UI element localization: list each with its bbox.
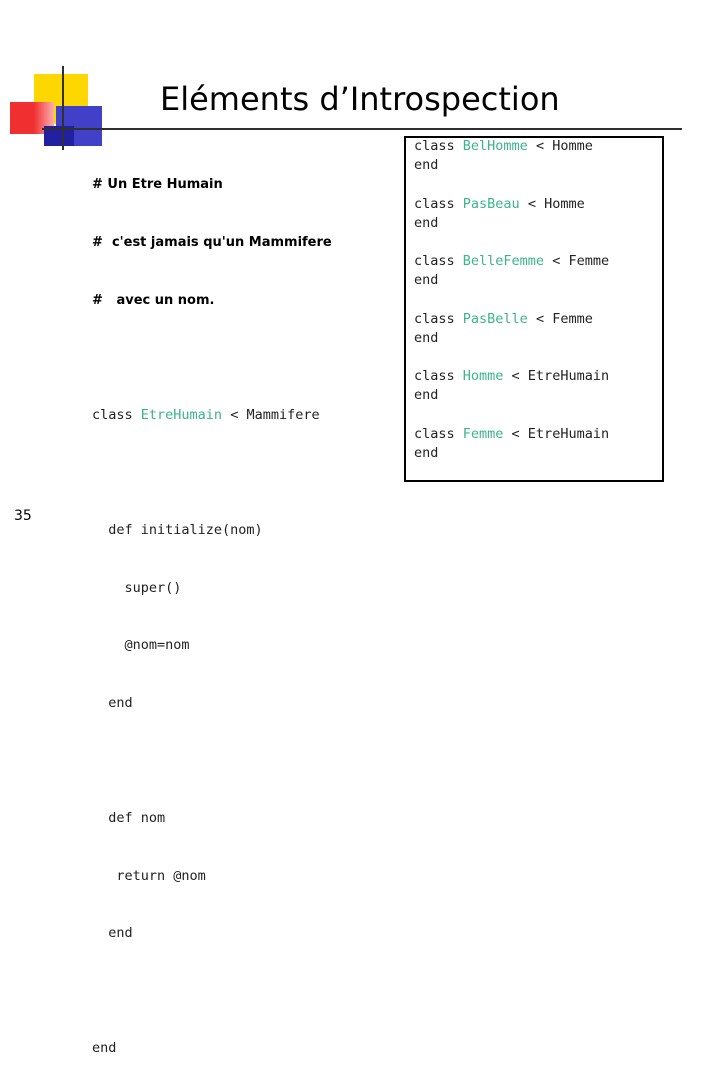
class-name: Homme (462, 368, 504, 385)
class-declaration: class BelleFemme < Femme (414, 252, 609, 271)
code-comment-line: # c'est jamais qu'un Mammifere (92, 235, 332, 250)
code-blank-line (414, 233, 609, 252)
slide-title: Eléments d’Introspection (160, 80, 560, 118)
class-superclass: < Homme (519, 195, 585, 212)
class-keyword: class (414, 368, 463, 385)
code-blank-line (414, 291, 609, 310)
code-line: def nom (92, 809, 166, 826)
title-underline (42, 128, 682, 130)
class-declaration: class PasBelle < Femme (414, 310, 609, 329)
code-line: def initialize(nom) (92, 521, 263, 538)
code-line: super() (92, 579, 182, 596)
class-superclass: < Homme (527, 138, 593, 154)
code-line: return @nom (92, 867, 206, 884)
end-keyword: end (414, 157, 439, 174)
class-keyword: class (414, 195, 463, 212)
class-declaration: class Homme < EtreHumain (414, 367, 609, 386)
class-name: Femme (462, 425, 504, 442)
decor-dark-blue-square (44, 126, 74, 146)
class-superclass: < EtreHumain (503, 368, 610, 385)
code-blank-line (92, 348, 332, 367)
class-superclass: < Femme (527, 310, 593, 327)
class-name: BelHomme (462, 138, 528, 154)
class-name: PasBeau (462, 195, 520, 212)
class-keyword: class (414, 253, 463, 270)
code-blank-line (92, 463, 332, 482)
class-keyword: class (414, 425, 463, 442)
end-keyword: end (414, 329, 439, 346)
class-keyword: class (92, 406, 141, 423)
end-keyword: end (414, 387, 439, 404)
class-declaration: class Femme < EtreHumain (414, 425, 609, 444)
code-line: end (92, 694, 133, 711)
code-line (92, 751, 332, 770)
code-comment-line: # avec un nom. (92, 292, 215, 308)
left-code-block: # Un Etre Humain # c'est jamais qu'un Ma… (92, 137, 332, 1078)
right-code-box (404, 136, 664, 482)
end-keyword: end (414, 272, 439, 289)
code-line (92, 982, 332, 1001)
class-keyword: class (414, 310, 463, 327)
class-declaration: class PasBeau < Homme (414, 195, 609, 214)
page-number: 35 (14, 508, 32, 524)
code-blank-line (414, 348, 609, 367)
code-line: end (92, 925, 133, 942)
code-blank-line (414, 406, 609, 425)
code-comment-line: # Un Etre Humain (92, 177, 223, 193)
class-keyword: class (414, 138, 463, 154)
end-keyword: end (414, 445, 439, 461)
code-line: end (92, 1040, 117, 1057)
decor-vertical-line (62, 66, 64, 150)
class-declaration: class EtreHumain < Mammifere (92, 406, 332, 425)
class-name: EtreHumain (140, 406, 223, 423)
class-superclass: < Mammifere (222, 406, 320, 423)
end-keyword: end (414, 214, 439, 231)
code-line: @nom=nom (92, 637, 190, 654)
class-name: PasBelle (462, 310, 528, 327)
code-blank-line (414, 175, 609, 194)
class-superclass: < Femme (544, 253, 610, 270)
class-name: BelleFemme (462, 253, 545, 270)
class-superclass: < EtreHumain (503, 425, 610, 442)
class-declaration: class BelHomme < Homme (414, 137, 609, 156)
